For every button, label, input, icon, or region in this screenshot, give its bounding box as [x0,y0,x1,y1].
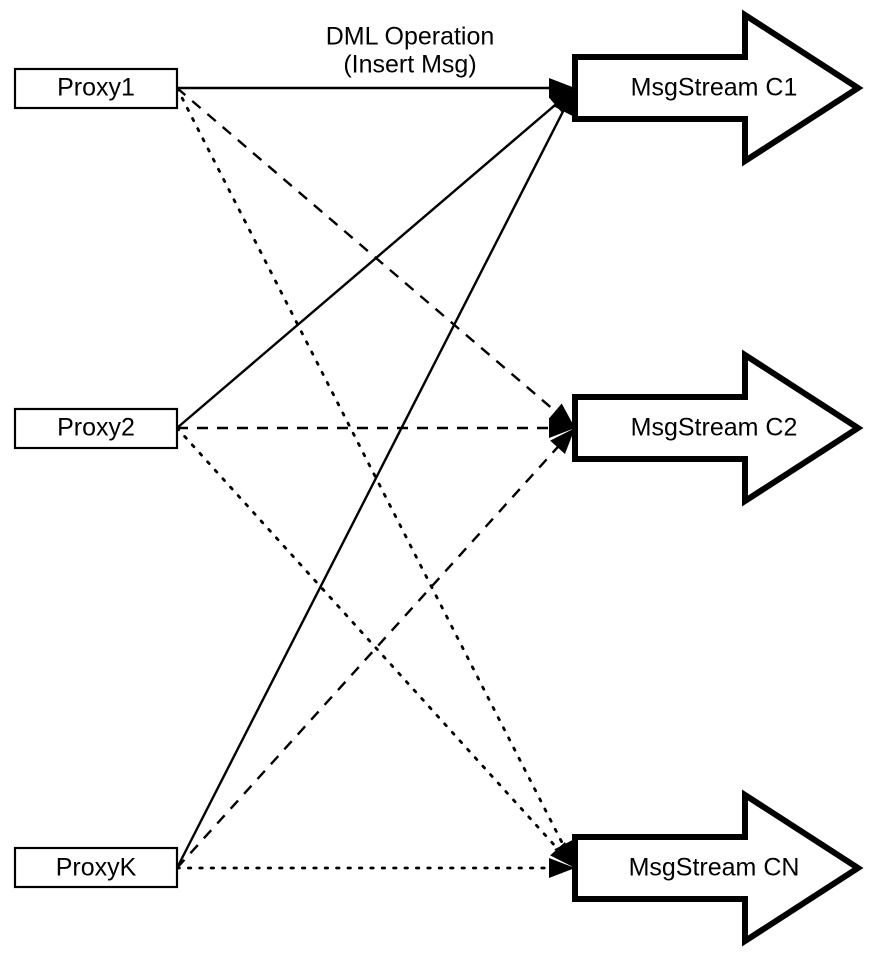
edge-proxyk-to-msgstream-c2 [176,428,575,869]
edge-arrowhead [549,418,575,438]
edge-arrowhead [554,88,575,116]
msgstream-label: MsgStream C2 [631,414,798,442]
edge-arrowhead [550,428,575,454]
msgstream-node-msgstream-cn[interactable]: MsgStream CN [572,789,864,947]
edge-proxy2-to-msgstream-c2 [177,418,575,438]
edge-proxy1-to-msgstream-c2 [176,87,575,428]
msgstream-node-msgstream-c1[interactable]: MsgStream C1 [572,9,864,167]
edge-line-solid [175,104,568,869]
edge-line-solid [176,99,562,429]
edge-proxyk-to-msgstream-cn [175,858,575,878]
edge-arrowhead [550,842,575,868]
dml-operation-caption-line1: DML Operation [326,23,495,51]
proxy-node-proxy2[interactable]: Proxy2 [13,407,179,450]
proxy-box-rect [13,67,179,110]
proxy-box-rect [13,846,179,889]
edge-line-dotted [175,426,564,856]
proxy-node-proxyk[interactable]: ProxyK [13,846,179,889]
proxy-label: Proxy1 [57,74,135,102]
edge-line-dashed [176,87,562,417]
block-arrow-icon [572,349,864,507]
msgstream-label: MsgStream CN [629,854,800,882]
edges-layer [175,78,575,878]
edge-arrowhead [549,858,575,878]
edge-arrowhead [548,403,575,428]
edge-line-dotted [175,86,568,853]
edge-proxy1-to-msgstream-c1 [177,78,575,98]
edge-arrowhead [549,78,575,98]
proxy-box-rect [13,407,179,450]
proxy-label: Proxy2 [57,414,135,442]
block-arrow-icon [572,789,864,947]
edge-proxy2-to-msgstream-cn [175,426,575,868]
edge-line-dashed [176,441,564,869]
block-arrow-icon [572,9,864,167]
proxy-node-proxy1[interactable]: Proxy1 [13,67,179,110]
msgstream-label: MsgStream C1 [631,74,798,102]
edge-proxyk-to-msgstream-c1 [175,88,575,869]
proxy-label: ProxyK [56,854,137,882]
dml-operation-caption-line2: (Insert Msg) [343,51,476,79]
caption-layer: DML Operation (Insert Msg) [326,23,495,79]
streams-layer: MsgStream C1 MsgStream C2 MsgStream CN [572,9,864,947]
msgstream-node-msgstream-c2[interactable]: MsgStream C2 [572,349,864,507]
